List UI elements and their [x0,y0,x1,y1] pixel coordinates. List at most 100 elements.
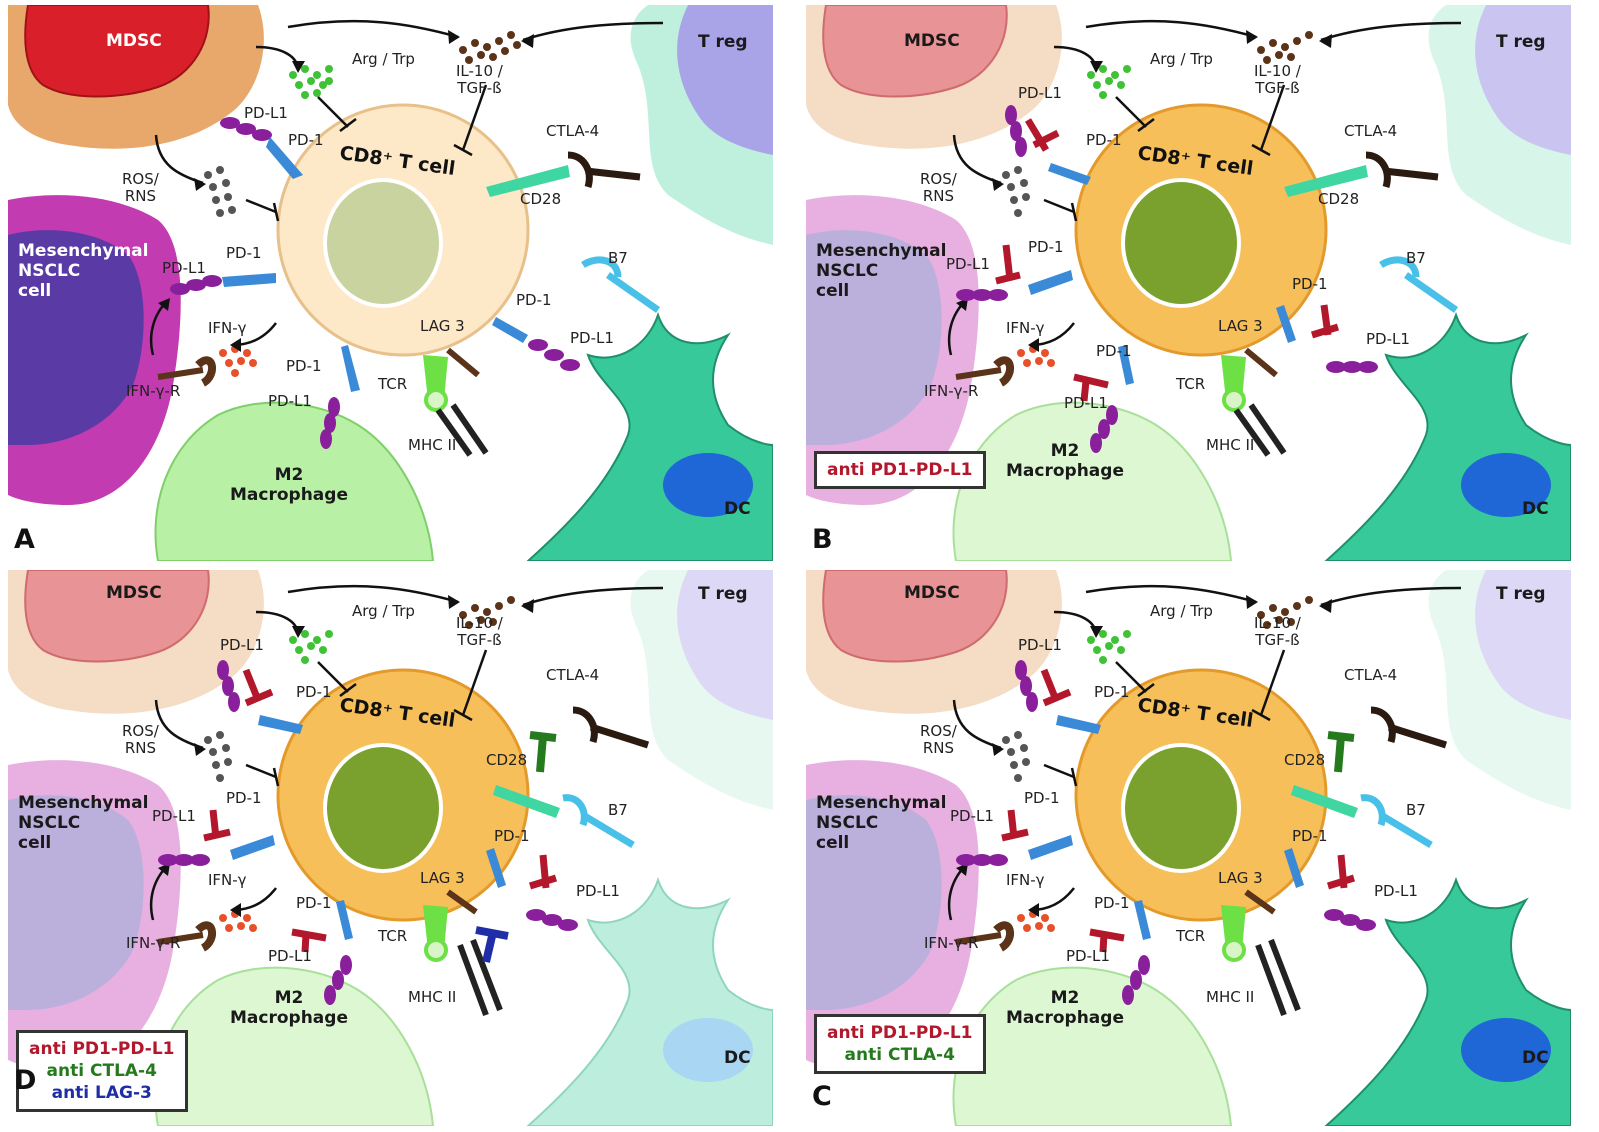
pd1-macrophage-blocked [291,900,353,1005]
nsclc-label: Mesenchymal NSCLC cell [18,241,149,301]
macrophage-label: M2 Macrophage [230,988,348,1028]
legend-anti-lag3: anti LAG-3 [51,1083,152,1103]
mdsc-nucleus [822,570,1008,663]
tcell-nucleus [1121,743,1241,873]
tcr-mhc-pair [1221,347,1287,457]
arg-trp-label: Arg / Trp [1150,50,1213,68]
pdl1-label-mdsc: PD-L1 [220,636,264,654]
macrophage-cell [952,401,1233,561]
arg-trp-particles [289,630,333,664]
mdsc-label: MDSC [106,31,162,51]
treg-nucleus [677,570,773,720]
lag3-blocked [475,926,509,963]
nsclc-label: Mesenchymal NSCLC cell [816,793,947,853]
ifng-label: IFN-γ [208,871,247,889]
pdl1-label-macrophage: PD-L1 [268,392,312,410]
tcr-mhc-pair [423,347,489,457]
il10-label: IL-10 / TGF-ß [1254,614,1301,649]
pd1-label-mdsc: PD-1 [1086,131,1122,149]
nsclc-nucleus [8,795,144,1010]
pd1-dc-blocked [1276,304,1378,373]
panel-letter-c: C [812,1081,832,1112]
il10-label: IL-10 / TGF-ß [1254,62,1301,97]
pd1-label-macrophage: PD-1 [1096,342,1132,360]
panel-c: MDSC T reg Arg / Trp IL-10 / TGF-ß CD8⁺ … [806,570,1571,1126]
pdl1-label-mdsc: PD-L1 [1018,84,1062,102]
macrophage-label: M2 Macrophage [230,465,348,505]
tcr-mhc-pair [423,889,503,1017]
pdl1-label-dc: PD-L1 [576,882,620,900]
lag3-label: LAG 3 [420,869,465,887]
pd1-label-dc: PD-1 [494,827,530,845]
ifng-particles [1017,910,1055,932]
ifngr-label: IFN-γ-R [924,382,979,400]
pdl1-label-nsclc: PD-L1 [162,259,206,277]
pd1-macrophage-pair [320,345,360,449]
nsclc-nucleus [806,795,942,1010]
pdl1-label-mdsc: PD-L1 [244,104,288,122]
cd28-b7-pair [493,785,635,849]
ros-particles [1002,731,1030,782]
b7-molecule [1379,256,1459,313]
tcell-nucleus [323,743,443,873]
pdl1-mdsc-blocked [1015,660,1101,734]
pdl1-label-macrophage: PD-L1 [1066,947,1110,965]
b7-label: B7 [1406,249,1426,267]
treatment-legend: anti PD1-PD-L1 [814,451,986,489]
tcell-nucleus [323,178,443,308]
ctla4-label: CTLA-4 [546,666,600,684]
mdsc-label: MDSC [106,583,162,603]
panel-letter-d-outer: D [14,1065,37,1096]
ctla4-blocked [1327,706,1448,773]
cd28-label: CD28 [1284,751,1326,769]
pd1-label-macrophage: PD-1 [296,894,332,912]
cd28-label: CD28 [1318,190,1360,208]
pdl1-nsclc-blocked [158,809,275,866]
il10-particles [1257,31,1313,64]
lag3-label: LAG 3 [1218,869,1263,887]
arg-trp-label: Arg / Trp [352,50,415,68]
pdl1-label-dc: PD-L1 [570,329,614,347]
tcell-nucleus [1121,178,1241,308]
pd1-macrophage-blocked [1089,900,1151,1005]
pd1-label-nsclc: PD-1 [1028,238,1064,256]
b7-label: B7 [1406,801,1426,819]
ros-particles [204,731,232,782]
dc-label: DC [1522,499,1549,519]
mdsc-nucleus [24,5,210,98]
cd28-label: CD28 [486,751,528,769]
pdl1-nsclc-pair [170,273,276,295]
pd1-label-macrophage: PD-1 [286,357,322,375]
ifngr-receptor [955,356,1014,387]
tcr-label: TCR [378,927,408,945]
treg-label: T reg [1496,32,1546,52]
panel-b: MDSC T reg Arg / Trp IL-10 / TGF-ß CD8⁺ … [806,5,1571,561]
macrophage-label: M2 Macrophage [1006,988,1124,1028]
pdl1-nsclc-blocked [956,809,1073,866]
ctla4-cd28-pair [486,151,641,197]
pd1-label-mdsc: PD-1 [296,683,332,701]
pdl1-label-dc: PD-L1 [1366,330,1410,348]
il10-label: IL-10 / TGF-ß [456,614,503,649]
mhcii-label: MHC II [1206,988,1255,1006]
ctla4-label: CTLA-4 [1344,666,1398,684]
pdl1-label-macrophage: PD-L1 [1064,394,1108,412]
pdl1-label-nsclc: PD-L1 [152,807,196,825]
dc-label: DC [1522,1048,1549,1068]
treatment-legend: anti PD1-PD-L1 anti CTLA-4 anti LAG-3 [16,1030,188,1112]
legend-anti-pd1: anti PD1-PD-L1 [827,460,973,480]
pd1-label-macrophage: PD-1 [1094,894,1130,912]
pdl1-mdsc-blocked [1005,105,1091,185]
lag3-label: LAG 3 [1218,317,1263,335]
pd1-label-nsclc: PD-1 [1024,789,1060,807]
il10-particles [459,31,521,64]
pdl1-label-mdsc: PD-L1 [1018,636,1062,654]
ros-rns-label: ROS/ RNS [122,722,159,757]
legend-anti-pd1: anti PD1-PD-L1 [827,1023,973,1043]
macrophage-label: M2 Macrophage [1006,441,1124,481]
ros-rns-label: ROS/ RNS [920,722,957,757]
dc-nucleus [663,453,753,517]
ifngr-receptor [157,356,216,387]
ros-particles [204,166,236,217]
pdl1-mdsc-pair [220,117,303,179]
